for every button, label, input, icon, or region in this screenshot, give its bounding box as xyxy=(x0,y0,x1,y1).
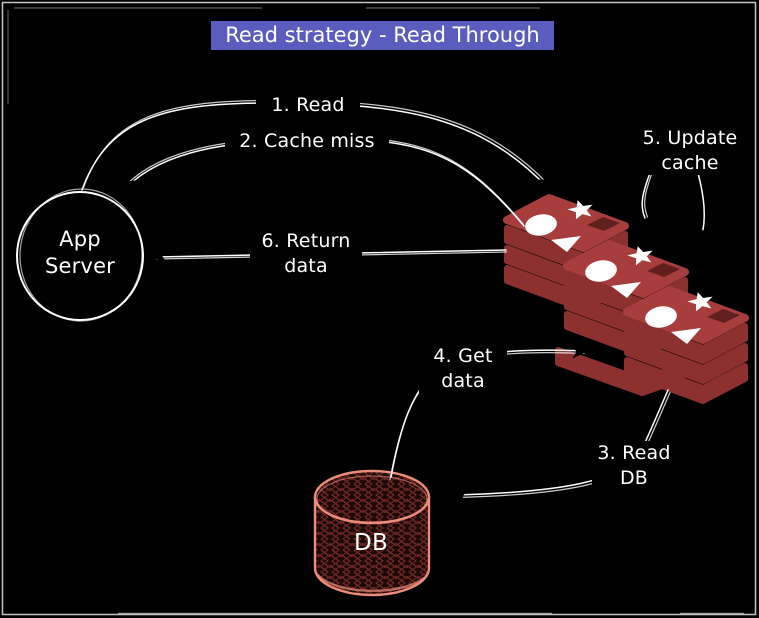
arrow-label-return-data: 6. Return data xyxy=(250,229,362,279)
app-server-label: App Server xyxy=(44,227,116,279)
arrow-label-cache-miss: 2. Cache miss xyxy=(225,129,389,154)
redis-stack-icon xyxy=(507,198,745,401)
arrow-label-update-cache: 5. Update cache xyxy=(634,126,746,176)
arrow-update-cache xyxy=(641,168,710,244)
app-server-node xyxy=(16,188,144,322)
arrow-label-get-data: 4. Get data xyxy=(419,344,507,394)
db-label: DB xyxy=(354,530,388,556)
arrow-label-read: 1. Read xyxy=(256,93,360,118)
db-cylinder xyxy=(313,469,431,597)
arrow-label-read-db: 3. Read DB xyxy=(592,441,676,491)
diagram-title: Read strategy - Read Through xyxy=(211,21,554,50)
